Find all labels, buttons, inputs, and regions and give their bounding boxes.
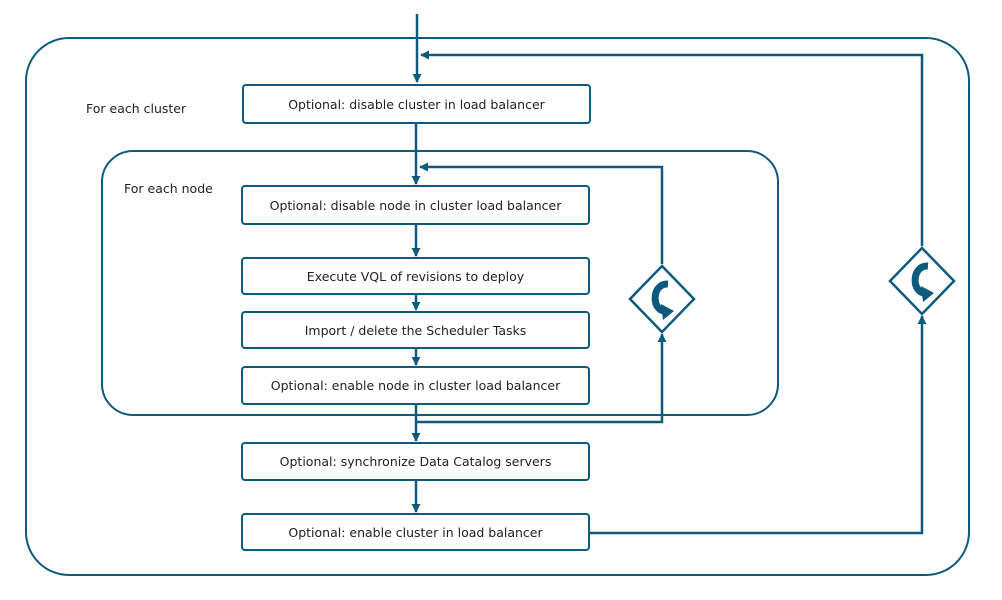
step-disable-node: Optional: disable node in cluster load b… — [241, 185, 590, 225]
node-loop-diamond — [628, 264, 696, 334]
node-loop-return — [419, 162, 664, 264]
loop-icon — [911, 262, 934, 302]
cluster-loop-diamond — [888, 246, 956, 316]
step-enable-cluster: Optional: enable cluster in load balance… — [241, 513, 590, 551]
node-loop-feed — [416, 333, 667, 424]
cluster-loop-return — [420, 50, 924, 246]
cluster-loop-label: For each cluster — [86, 101, 187, 116]
step-sync-catalog: Optional: synchronize Data Catalog serve… — [241, 442, 590, 481]
step-scheduler-tasks: Import / delete the Scheduler Tasks — [241, 311, 590, 349]
step-enable-node: Optional: enable node in cluster load ba… — [241, 366, 590, 405]
step-disable-cluster: Optional: disable cluster in load balanc… — [242, 84, 591, 124]
node-loop-frame — [101, 150, 779, 416]
node-loop-label: For each node — [124, 181, 213, 196]
loop-icon — [651, 280, 674, 320]
cluster-loop-feed — [590, 315, 927, 535]
step-execute-vql: Execute VQL of revisions to deploy — [241, 257, 590, 295]
cluster-loop-frame — [25, 37, 970, 576]
